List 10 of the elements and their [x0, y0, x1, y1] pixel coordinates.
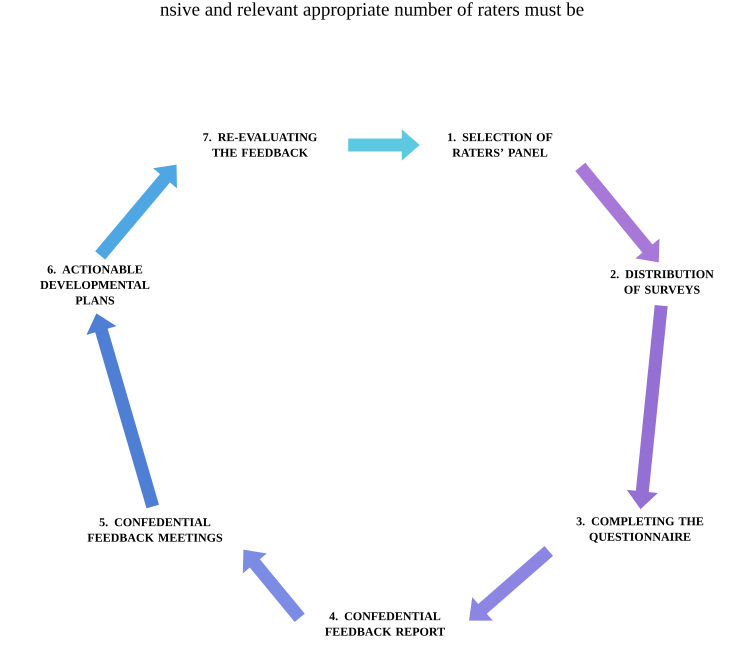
step-label: 2. DISTRIBUTION OF SURVEYS — [610, 270, 714, 294]
step-label: 4. CONFEDENTIAL FEEDBACK REPORT — [325, 612, 445, 636]
step-label: 6. ACTIONABLE DEVELOPMENTAL PLANS — [40, 265, 150, 304]
step-label: 5. CONFEDENTIAL FEEDBACK MEETINGS — [88, 518, 222, 542]
body-text: nsive and relevant appropriate number of raters must be — [160, 2, 584, 20]
block-arrow — [95, 164, 177, 260]
block-arrow — [469, 546, 554, 621]
step-label: 1. SELECTION OF RATERS’ PANEL — [448, 133, 552, 157]
step-label: 3. COMPLETING THE QUESTIONNAIRE — [576, 517, 704, 543]
step-label: 7. RE-EVALUATING THE FEEDBACK — [203, 133, 317, 157]
